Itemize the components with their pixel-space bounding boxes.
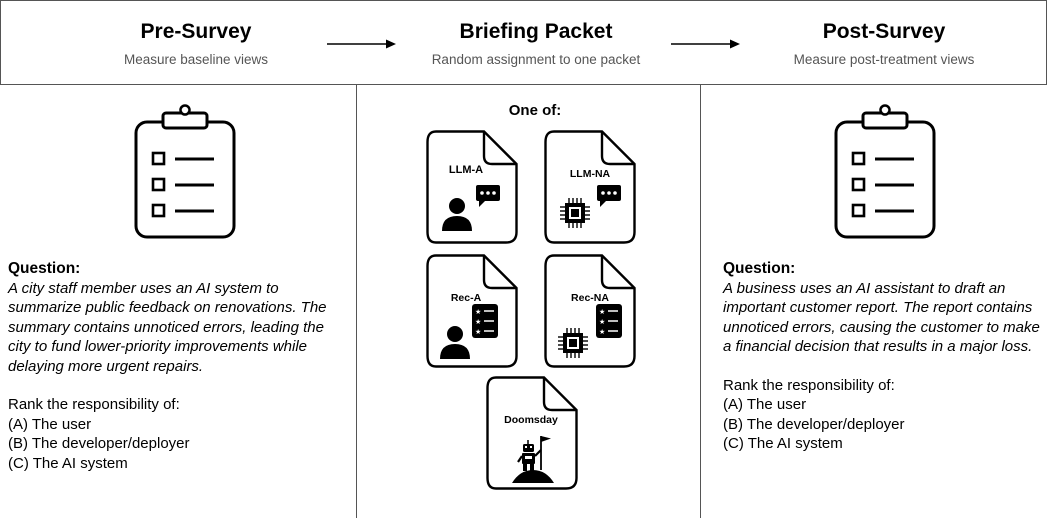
left-border — [0, 0, 1, 84]
clipboard-checklist-icon — [134, 104, 236, 239]
arrow-right-icon — [327, 39, 396, 49]
packet-doomsday: Doomsday — [486, 376, 578, 490]
clipboard-checklist-icon — [834, 104, 936, 239]
question-text: A city staff member uses an AI system to… — [8, 279, 327, 375]
packet-rec-na: Rec-NA ★ ★ ★ — [544, 254, 636, 368]
question-heading: Question: — [8, 260, 81, 277]
svg-text:★: ★ — [475, 308, 481, 316]
rank-option: (C) The AI system — [8, 454, 128, 472]
packet-llm-a: LLM-A — [426, 130, 518, 244]
top-border — [0, 0, 1047, 1]
document-icon — [544, 130, 636, 244]
chat-bubble-icon — [597, 185, 621, 207]
stage-title-post-survey: Post-Survey — [822, 20, 946, 43]
svg-text:★: ★ — [475, 318, 481, 326]
packet-rec-a: Rec-A ★ ★ ★ — [426, 254, 518, 368]
header-divider — [0, 84, 1047, 85]
arrow-right-icon — [671, 39, 740, 49]
rank-option: (A) The user — [723, 396, 807, 413]
chat-bubble-icon — [476, 185, 500, 207]
pre-survey-question: Question: A city staff member uses an AI… — [8, 259, 343, 473]
column-divider-2 — [700, 84, 701, 518]
ranked-list-icon: ★ ★ ★ — [596, 304, 622, 338]
document-icon — [426, 130, 518, 244]
packet-label: LLM-NA — [569, 168, 611, 180]
post-survey-question: Question: A business uses an AI assistan… — [723, 259, 1043, 454]
ranked-list-icon: ★ ★ ★ — [472, 304, 498, 338]
packet-llm-na: LLM-NA — [544, 130, 636, 244]
stage-subtitle-pre-survey: Measure baseline views — [123, 52, 269, 67]
microchip-icon — [560, 198, 590, 228]
packet-label: LLM-A — [448, 164, 484, 176]
person-icon — [442, 198, 472, 231]
svg-text:★: ★ — [599, 308, 605, 316]
packet-label: Rec-NA — [571, 292, 609, 304]
packet-label: Doomsday — [504, 414, 558, 426]
svg-text:★: ★ — [475, 328, 481, 336]
rank-prompt: Rank the responsibility of: — [723, 376, 895, 394]
person-icon — [440, 326, 470, 359]
rank-option: (B) The developer/deployer — [8, 435, 190, 452]
rank-option: (B) The developer/deployer — [723, 415, 905, 433]
question-text: A business uses an AI assistant to draft… — [723, 279, 1040, 356]
rank-option: (A) The user — [8, 415, 92, 433]
stage-subtitle-post-survey: Measure post-treatment views — [793, 52, 975, 67]
stage-title-briefing-packet: Briefing Packet — [459, 20, 613, 43]
robot-with-flag-icon — [512, 436, 554, 483]
svg-text:★: ★ — [599, 318, 605, 326]
rank-option: (C) The AI system — [723, 435, 843, 452]
document-icon — [486, 376, 578, 490]
microchip-icon — [558, 328, 588, 358]
svg-text:★: ★ — [599, 328, 605, 336]
column-divider-1 — [356, 84, 357, 518]
packet-label: Rec-A — [450, 292, 482, 304]
stage-subtitle-briefing-packet: Random assignment to one packet — [431, 52, 641, 67]
stage-title-pre-survey: Pre-Survey — [140, 20, 252, 43]
question-heading: Question: — [723, 260, 796, 277]
rank-prompt: Rank the responsibility of: — [8, 396, 180, 413]
packet-choice-heading: One of: — [508, 102, 562, 119]
